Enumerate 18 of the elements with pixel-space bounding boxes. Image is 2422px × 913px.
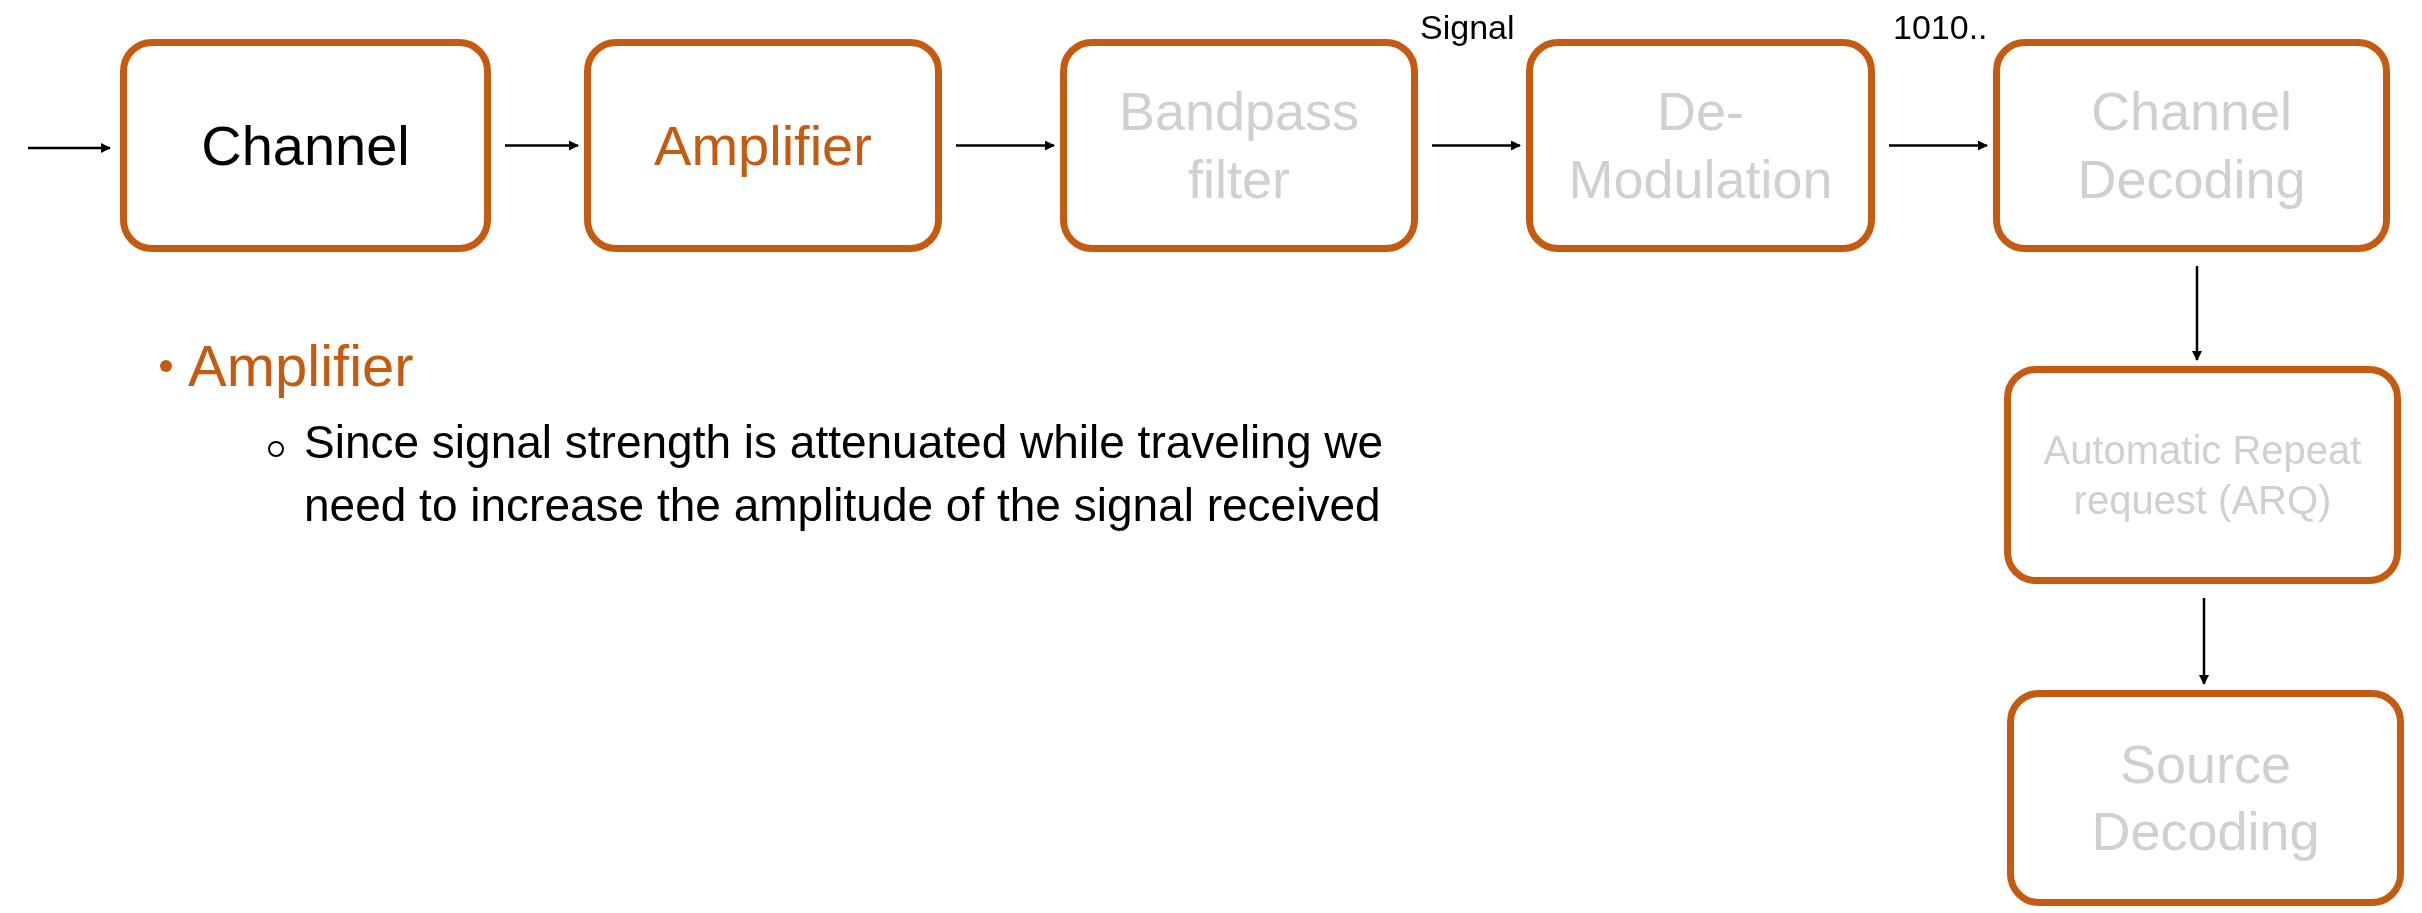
process-box: [120, 39, 491, 252]
process-box: [1526, 39, 1875, 252]
arrow: [505, 140, 579, 151]
arrow: [28, 143, 111, 153]
process-box: [2004, 366, 2401, 584]
bullet-text: Since signal strength is attenuated while traveling we need to increase the amplitude of the signal received: [304, 414, 1385, 533]
process-box: [1993, 39, 2390, 252]
arrow: [2192, 266, 2202, 361]
process-box: [1060, 39, 1418, 252]
process-box: [2007, 690, 2404, 906]
arrow: [1432, 140, 1521, 151]
box-label: Channel: [201, 112, 410, 179]
box-label: Amplifier: [654, 112, 872, 179]
process-box: [584, 39, 942, 252]
arrow: [1889, 140, 1988, 151]
arrow: [2199, 598, 2209, 685]
bullet-heading: Amplifier: [188, 332, 414, 400]
arrow: [956, 140, 1055, 151]
